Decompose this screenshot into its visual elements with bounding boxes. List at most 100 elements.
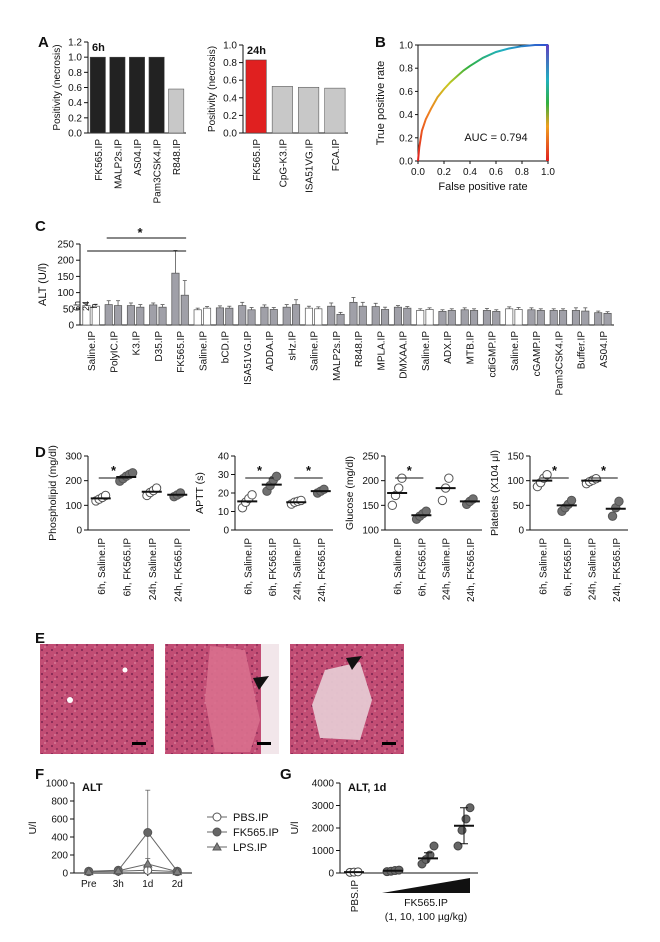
data-point [296, 495, 306, 506]
x-tick-label: cGAMP.IP [532, 331, 543, 377]
bar [225, 307, 234, 326]
chart-title: ALT, 1d [348, 782, 386, 794]
x-tick-label: MTB.IP [465, 331, 476, 365]
y-tick-label: 0.6 [223, 76, 237, 87]
bar [324, 87, 346, 134]
roc-curve [417, 44, 548, 162]
bar [505, 308, 514, 326]
y-tick-label: 150 [57, 272, 74, 283]
bar [114, 305, 123, 326]
y-tick-label: 1000 [312, 846, 335, 857]
chart-title: 24h [247, 45, 266, 57]
y-tick-label: 0 [68, 321, 74, 332]
y-tick-label: 0 [518, 526, 524, 537]
panel-label-b: B [375, 34, 386, 51]
y-tick-label: 0.2 [399, 133, 413, 144]
data-point [457, 825, 467, 835]
bar [158, 306, 167, 326]
x-tick-label: K3.IP [132, 331, 143, 356]
bar [168, 88, 185, 134]
x-tick-label: 24h, FK565.IP [317, 538, 328, 602]
y-tick-label: 1.0 [223, 41, 237, 52]
y-tick-label: 0.8 [68, 68, 82, 79]
x-tick-label: Saline.IP [310, 331, 321, 371]
y-tick-label: 10 [218, 507, 230, 518]
y-axis-label: U/l [289, 822, 301, 835]
bar [238, 305, 247, 326]
bar [594, 312, 603, 326]
x-tick-label: MPLA.IP [376, 331, 387, 371]
y-tick-label: 0.8 [223, 58, 237, 69]
y-tick-label: 0 [328, 869, 334, 880]
bar [129, 56, 145, 134]
x-tick-label: MALP2s.IP [332, 331, 343, 381]
bar [581, 310, 590, 326]
y-tick-label: 600 [51, 815, 68, 826]
y-tick-label: 200 [65, 476, 82, 487]
y-tick-label: 40 [218, 452, 230, 463]
y-tick-label: 0 [62, 869, 68, 880]
x-tick-label: 6h, FK565.IP [417, 538, 428, 597]
data-point [453, 841, 463, 851]
x-tick-label: 6h, FK565.IP [122, 538, 133, 597]
bar [549, 310, 558, 326]
bar [149, 304, 158, 326]
bar [314, 308, 323, 326]
y-tick-label: 0 [223, 526, 229, 537]
data-point [83, 866, 94, 876]
scale-bar [257, 742, 271, 745]
y-tick-label: 1.2 [68, 38, 82, 49]
series-line [88, 831, 178, 872]
x-tick-label: 0.2 [437, 167, 451, 178]
x-tick-label: Saline.IP [510, 331, 521, 371]
x-group-label: FK565.IP [404, 897, 448, 909]
necrosis-region [205, 646, 260, 752]
bar [245, 59, 267, 134]
x-tick-label: MALP2s.IP [113, 139, 124, 189]
y-tick-label: 100 [65, 501, 82, 512]
y-tick-label: 20 [218, 489, 230, 500]
bar [215, 307, 224, 326]
bar [603, 312, 612, 326]
y-tick-label: 50 [513, 501, 525, 512]
x-tick-label: Pre [81, 879, 97, 890]
bar [571, 310, 580, 326]
x-tick-label: R848.IP [354, 331, 365, 367]
bar [358, 305, 367, 326]
data-point [421, 506, 431, 516]
data-point [607, 511, 618, 521]
x-tick-label: ADX.IP [443, 331, 454, 364]
bar [298, 86, 320, 134]
tissue-edge [261, 644, 279, 754]
y-tick-label: 1.0 [399, 41, 413, 52]
x-tick-label: 24h, FK565.IP [612, 538, 623, 602]
x-tick-label: 3h [113, 879, 124, 890]
bar [203, 307, 212, 326]
bar [514, 309, 523, 326]
x-tick-label: 0.6 [489, 167, 503, 178]
y-tick-label: 100 [57, 288, 74, 299]
x-tick-label: 24h, Saline.IP [148, 538, 159, 601]
dose-wedge [382, 878, 470, 893]
data-point [127, 468, 138, 478]
data-point [614, 496, 624, 507]
y-axis-label: ALT (U/l) [37, 263, 49, 306]
bar [104, 304, 113, 326]
x-tick-label: 0.8 [515, 167, 529, 178]
significance-star: * [137, 225, 143, 240]
y-axis-label: Positivity (necrosis) [52, 44, 63, 130]
bar [327, 305, 336, 326]
x-tick-label: 0.4 [463, 167, 477, 178]
x-tick-label: PBS.IP [350, 880, 361, 913]
data-point [172, 866, 183, 876]
x-tick-label: Saline.IP [87, 331, 98, 371]
significance-star: * [306, 463, 312, 478]
group-label-24: 24 [81, 301, 91, 311]
x-tick-label: AS04.IP [133, 139, 144, 176]
auc-annotation: AUC = 0.794 [464, 132, 527, 144]
y-tick-label: 0.6 [68, 83, 82, 94]
y-tick-label: 0 [76, 526, 82, 537]
bar [260, 306, 269, 326]
tissue-image [40, 644, 154, 754]
